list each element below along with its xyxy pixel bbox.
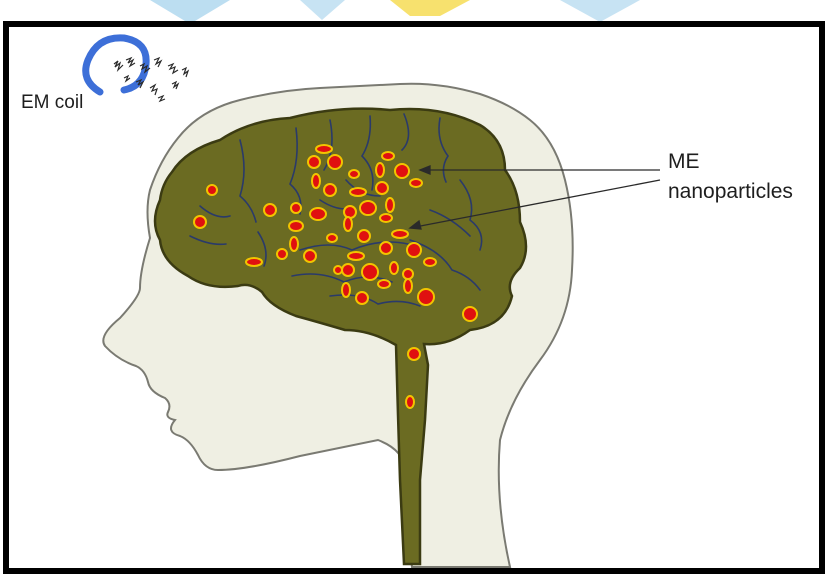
nanoparticle [358, 230, 370, 242]
nanoparticle [403, 269, 413, 279]
nanoparticle [246, 258, 262, 266]
nanoparticle [312, 174, 320, 188]
nanoparticle [349, 170, 359, 178]
nanoparticle [291, 203, 301, 213]
nanoparticle [376, 163, 384, 177]
nanoparticle [308, 156, 320, 168]
nanoparticle [418, 289, 434, 305]
nanoparticle [344, 206, 356, 218]
nanoparticle [264, 204, 276, 216]
nanoparticle [207, 185, 217, 195]
nanoparticle [386, 198, 394, 212]
nanoparticle [410, 179, 422, 187]
me-nanoparticles-label-line2: nanoparticles [668, 180, 793, 204]
nanoparticle [310, 208, 326, 220]
nanoparticle [392, 230, 408, 238]
nanoparticle [407, 243, 421, 257]
nanoparticle [290, 237, 298, 251]
nanoparticle [463, 307, 477, 321]
nanoparticle [277, 249, 287, 259]
nanoparticle [289, 221, 303, 231]
nanoparticle [406, 396, 414, 408]
nanoparticle [404, 279, 412, 293]
nanoparticle [390, 262, 398, 274]
nanoparticle [194, 216, 206, 228]
nanoparticle [304, 250, 316, 262]
nanoparticle [348, 252, 364, 260]
nanoparticle [408, 348, 420, 360]
nanoparticle [334, 266, 342, 274]
nanoparticle [316, 145, 332, 153]
nanoparticle [327, 234, 337, 242]
nanoparticle [356, 292, 368, 304]
magnetic-field-squiggle-icon [114, 58, 188, 101]
nanoparticle [380, 242, 392, 254]
nanoparticle [378, 280, 390, 288]
nanoparticle [382, 152, 394, 160]
nanoparticle [395, 164, 409, 178]
nanoparticle [324, 184, 336, 196]
em-coil-label: EM coil [21, 92, 83, 114]
nanoparticle [360, 201, 376, 215]
nanoparticle [328, 155, 342, 169]
nanoparticle [376, 182, 388, 194]
nanoparticle [344, 217, 352, 231]
me-nanoparticles-label-line1: ME [668, 150, 700, 174]
nanoparticle [362, 264, 378, 280]
nanoparticle [350, 188, 366, 196]
nanoparticle [342, 283, 350, 297]
nanoparticle [424, 258, 436, 266]
nanoparticle [380, 214, 392, 222]
nanoparticle [342, 264, 354, 276]
